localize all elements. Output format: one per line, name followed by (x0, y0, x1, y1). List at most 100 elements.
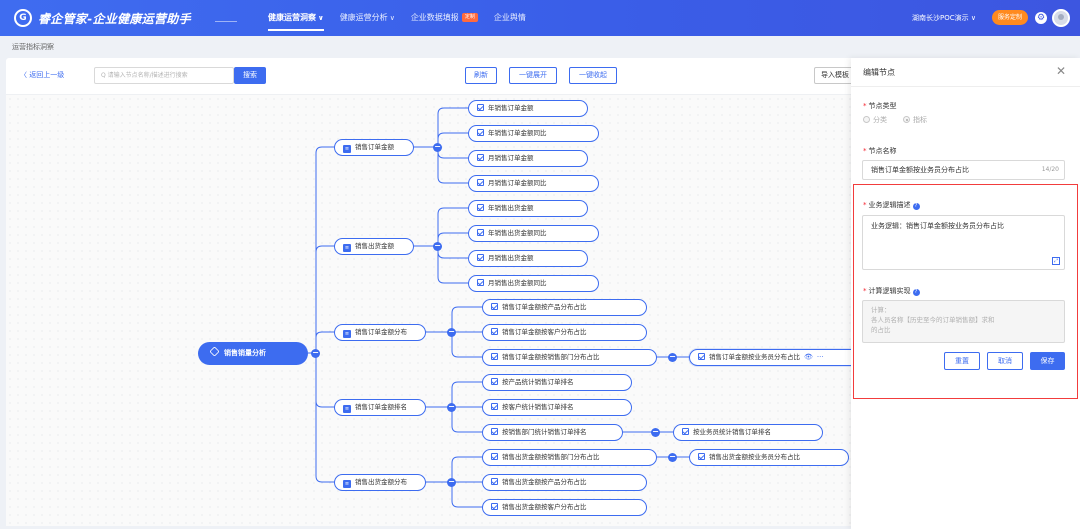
metric-node[interactable]: 按销售部门统计销售订单排名 (482, 424, 623, 441)
category-icon: ≡ (343, 244, 351, 252)
category-icon: ≡ (343, 405, 351, 413)
collapse-all-button[interactable]: 一键收起 (569, 67, 617, 84)
collapse-toggle-icon[interactable]: − (447, 327, 456, 337)
metric-node[interactable]: 销售订单金额按客户分布占比 (482, 324, 647, 341)
chevron-down-icon: ∨ (318, 14, 324, 22)
divider (851, 86, 1080, 87)
metric-node[interactable]: 按产品统计销售订单排名 (482, 374, 632, 391)
nav-public-opinion[interactable]: 企业舆情 (493, 13, 526, 22)
metric-icon (491, 428, 498, 435)
metric-icon (477, 129, 484, 136)
metric-icon (477, 229, 484, 236)
metric-icon (491, 478, 498, 485)
layers-icon (209, 346, 220, 357)
category-node-order-ranking[interactable]: ≡销售订单金额排名 (334, 399, 426, 416)
metric-node[interactable]: 销售出货金额按销售部门分布占比 (482, 449, 657, 466)
metric-icon (491, 453, 498, 460)
nav-health-insight[interactable]: 健康运营洞察∨ (260, 0, 332, 36)
category-node-order-distribution[interactable]: ≡销售订单金额分布 (334, 324, 426, 341)
expand-icon[interactable]: ⤢ (1052, 257, 1060, 265)
category-icon: ≡ (343, 480, 351, 488)
metric-icon (477, 254, 484, 261)
tenant-switcher[interactable]: 湖南长沙POC演示 ∨ (912, 14, 976, 22)
metric-icon (491, 303, 498, 310)
calc-logic-textarea[interactable]: 计算： 各人员名称【历史至今的订单销售额】求和 的占比 (862, 300, 1065, 343)
metric-node[interactable]: 按客户统计销售订单排名 (482, 399, 632, 416)
import-template-button[interactable]: 导入模板 (814, 67, 854, 84)
app-logo[interactable]: G 睿企管家-企业健康运营助手 (14, 9, 191, 27)
metric-node[interactable]: 月销售出货金额同比 (468, 275, 599, 292)
tree-connectors (308, 107, 689, 508)
settings-icon[interactable]: ⚙ (1035, 12, 1047, 24)
metric-node[interactable]: 销售订单金额按产品分布占比 (482, 299, 647, 316)
more-icon[interactable]: ··· (816, 353, 824, 361)
metric-icon (477, 104, 484, 111)
root-node[interactable]: 销售销量分析 (198, 342, 308, 365)
radio-metric[interactable]: 指标 (903, 115, 927, 125)
metric-node[interactable]: 销售出货金额按客户分布占比 (482, 499, 647, 516)
metric-node[interactable]: 年销售出货金额 (468, 200, 588, 217)
collapse-toggle-icon[interactable]: − (447, 477, 456, 487)
collapse-toggle-icon[interactable]: − (668, 452, 677, 462)
metric-node-selected[interactable]: 销售订单金额按业务员分布占比👁··· (689, 349, 859, 366)
metric-node[interactable]: 销售出货金额按业务员分布占比 (689, 449, 849, 466)
close-icon[interactable]: ✕ (1055, 64, 1066, 78)
metric-node[interactable]: 销售订单金额按销售部门分布占比 (482, 349, 657, 366)
metric-node[interactable]: 年销售订单金额同比 (468, 125, 599, 142)
main-nav: 健康运营洞察∨ 健康运营分析∨ 企业数据填报定制 企业舆情 (260, 0, 534, 36)
top-navbar: G 睿企管家-企业健康运营助手 健康运营洞察∨ 健康运营分析∨ 企业数据填报定制… (0, 0, 1080, 36)
metric-icon (477, 179, 484, 186)
metric-icon (491, 378, 498, 385)
metric-node[interactable]: 销售出货金额按产品分布占比 (482, 474, 647, 491)
radio-category[interactable]: 分类 (863, 115, 887, 125)
metric-icon (477, 279, 484, 286)
reset-button[interactable]: 重置 (944, 352, 980, 370)
expand-all-button[interactable]: 一键展开 (509, 67, 557, 84)
help-icon: ? (912, 203, 920, 210)
cancel-button[interactable]: 取消 (987, 352, 1023, 370)
nav-health-analysis[interactable]: 健康运营分析∨ (339, 13, 395, 22)
metric-icon (491, 353, 498, 360)
refresh-button[interactable]: 刷新 (465, 67, 497, 84)
metric-icon (477, 204, 484, 211)
logo-icon: G (14, 9, 32, 27)
highlight-box (853, 184, 1078, 399)
collapse-toggle-icon[interactable]: − (433, 241, 442, 251)
save-button[interactable]: 保存 (1030, 352, 1065, 370)
help-icon: ? (912, 289, 920, 296)
metric-node[interactable]: 年销售订单金额 (468, 100, 588, 117)
metric-icon (682, 428, 689, 435)
search-input[interactable]: Q 请输入节点名称/描述进行搜索 (94, 67, 234, 84)
upgrade-button[interactable]: 服务定制 (992, 10, 1029, 25)
metric-node[interactable]: 年销售出货金额同比 (468, 225, 599, 242)
avatar[interactable] (1052, 9, 1070, 27)
metric-node[interactable]: 月销售出货金额 (468, 250, 588, 267)
business-logic-label: *业务逻辑描述? (863, 200, 920, 210)
category-node-shipment-amount[interactable]: ≡销售出货金额 (334, 238, 414, 255)
node-type-label: *节点类型 (863, 102, 897, 110)
metric-icon (698, 453, 705, 460)
metric-icon (491, 328, 498, 335)
back-link[interactable]: 〈 返回上一级 (20, 71, 65, 79)
metric-node[interactable]: 月销售订单金额 (468, 150, 588, 167)
search-button[interactable]: 搜索 (234, 67, 266, 84)
category-node-order-amount[interactable]: ≡销售订单金额 (334, 139, 414, 156)
collapse-toggle-icon[interactable]: − (668, 352, 677, 362)
calc-logic-label: *计算逻辑实现? (863, 286, 920, 296)
business-logic-textarea[interactable]: 业务逻辑：销售订单金额按业务员分布占比⤢ (862, 215, 1065, 270)
drawer-title: 编辑节点 (863, 68, 895, 77)
collapse-toggle-icon[interactable]: − (447, 402, 456, 412)
metric-node[interactable]: 按业务员统计销售订单排名 (673, 424, 823, 441)
collapse-toggle-icon[interactable]: − (311, 348, 320, 358)
metric-icon (698, 353, 705, 360)
nav-data-entry[interactable]: 企业数据填报定制 (403, 0, 486, 36)
metric-node[interactable]: 月销售订单金额同比 (468, 175, 599, 192)
eye-icon[interactable]: 👁 (804, 353, 813, 361)
breadcrumb: 运营指标洞察 (12, 43, 54, 51)
collapse-toggle-icon[interactable]: − (651, 427, 660, 437)
category-node-shipment-distribution[interactable]: ≡销售出货金额分布 (334, 474, 426, 491)
node-name-label: *节点名称 (863, 147, 897, 155)
collapse-toggle-icon[interactable]: − (433, 142, 442, 152)
